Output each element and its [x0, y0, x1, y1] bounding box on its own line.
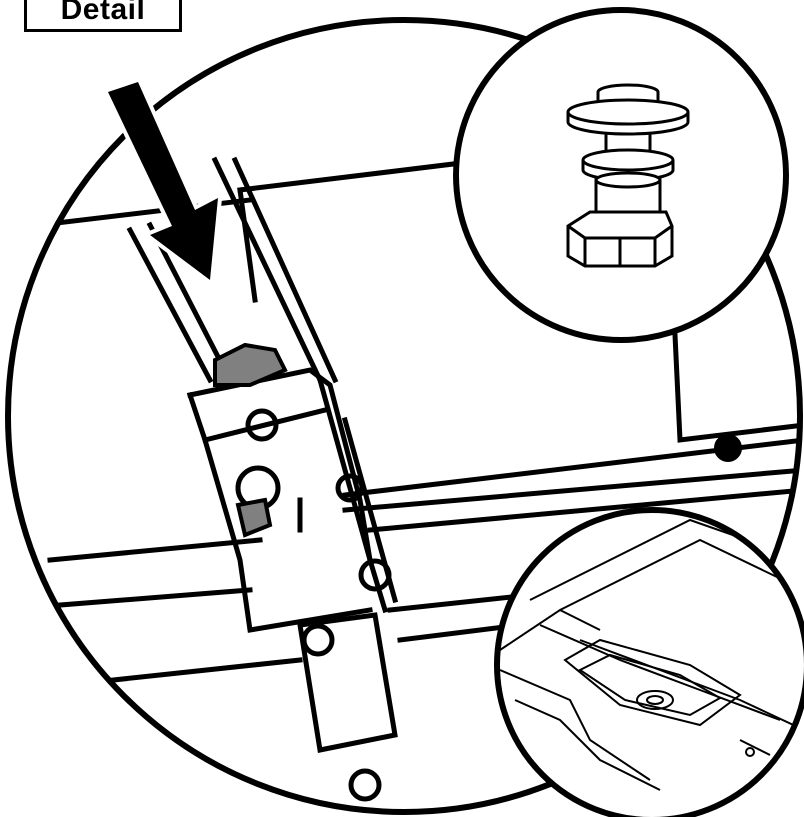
clip-nut	[636, 690, 674, 710]
underside-inset	[494, 507, 804, 817]
bolt-tab	[301, 623, 335, 657]
hardware-inset	[453, 7, 789, 343]
plate-edge	[367, 487, 800, 533]
bolt-top	[245, 408, 279, 442]
clip-plate	[563, 638, 742, 727]
bolt-low-right	[358, 558, 392, 592]
rail	[316, 376, 389, 614]
detail-label-text: Detail	[60, 0, 146, 26]
plate-edge	[57, 587, 253, 608]
side-nut	[714, 434, 742, 462]
bolt-bottom	[348, 768, 382, 802]
bracket	[186, 391, 373, 633]
bolt-right	[335, 473, 365, 503]
tab	[297, 612, 398, 753]
plate-edge	[17, 657, 303, 693]
rail	[146, 221, 234, 384]
washer-shaded	[235, 497, 273, 538]
nut-shaded	[213, 342, 288, 387]
rail	[126, 226, 214, 384]
plate-edge	[342, 467, 800, 513]
bracket	[201, 406, 329, 444]
plate-edge	[237, 187, 258, 303]
plate-edge	[387, 592, 533, 613]
rail	[231, 156, 339, 384]
plate-edge	[47, 537, 263, 563]
inset-circle-outline	[453, 7, 789, 343]
arrow-down-icon	[104, 78, 222, 284]
rail	[211, 156, 324, 384]
plate-edge	[672, 332, 800, 443]
detail-label: Detail	[24, 0, 182, 32]
inset-circle-outline	[494, 507, 804, 817]
main-circle-outline	[5, 17, 803, 815]
